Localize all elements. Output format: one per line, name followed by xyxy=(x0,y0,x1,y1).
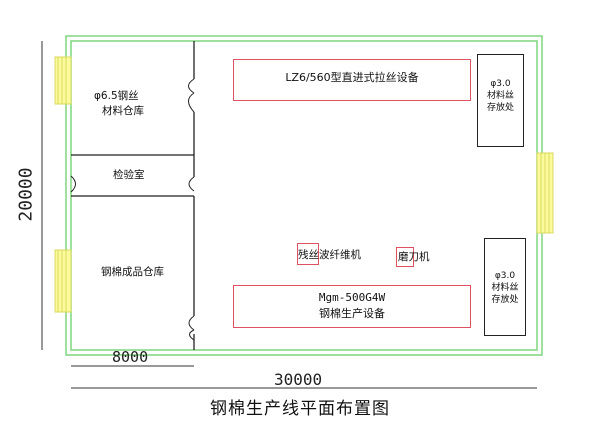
window-left-top xyxy=(54,56,72,105)
storage-area-bottom: φ3.0 材料丝 存放处 xyxy=(484,238,526,336)
dimension-height: 20000 xyxy=(15,167,37,222)
raw-warehouse-label-2: 材料仓库 xyxy=(102,105,144,117)
wire-drawing-equipment: LZ6/560型直进式拉丝设备 xyxy=(233,59,471,101)
raw-warehouse-label-1: φ6.5钢丝 xyxy=(94,90,139,102)
waste-fiber-machine xyxy=(297,243,319,265)
door-inspection-right xyxy=(188,176,195,192)
product-warehouse-label: 钢棉成品仓库 xyxy=(101,266,164,278)
grinder-label: 磨刀机 xyxy=(398,251,430,263)
storage-bottom-line1: φ3.0 xyxy=(494,271,516,281)
storage-top-line1: φ3.0 xyxy=(490,79,511,89)
window-right xyxy=(536,152,554,234)
storage-top-line3: 存放处 xyxy=(486,103,514,113)
storage-top-line2: 材料丝 xyxy=(486,91,514,101)
storage-bottom-line3: 存放处 xyxy=(491,295,519,305)
window-left-bottom xyxy=(54,249,72,313)
storage-area-top: φ3.0 材料丝 存放处 xyxy=(477,54,524,147)
grinder-machine xyxy=(396,247,414,267)
storage-bottom-line2: 材料丝 xyxy=(491,283,519,293)
door-inspection-left xyxy=(70,175,76,193)
door-product-warehouse xyxy=(188,315,195,341)
plan-title: 钢棉生产线平面布置图 xyxy=(210,399,390,419)
dimension-total-width: 30000 xyxy=(274,370,323,389)
steel-wool-equipment: Mgm-500G4W 钢棉生产设备 xyxy=(233,285,471,328)
dimension-left-width: 8000 xyxy=(112,348,149,366)
waste-fiber-machine-label: 残丝波纤维机 xyxy=(298,249,361,261)
steel-wool-name: 钢棉生产设备 xyxy=(319,307,385,320)
inspection-room-label: 检验室 xyxy=(113,169,145,181)
wire-drawing-label: LZ6/560型直进式拉丝设备 xyxy=(285,71,419,84)
door-raw-warehouse xyxy=(188,78,195,113)
steel-wool-model: Mgm-500G4W xyxy=(318,291,386,304)
